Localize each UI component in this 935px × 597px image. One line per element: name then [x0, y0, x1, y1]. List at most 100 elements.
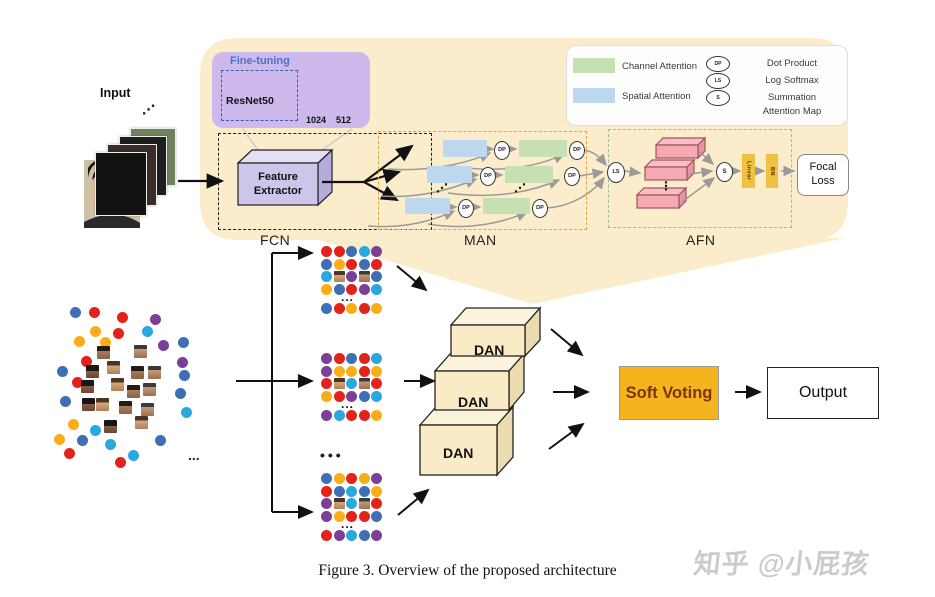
channel-attention-2: [505, 166, 553, 183]
face-thumb: [107, 361, 120, 374]
grid-dot: [321, 246, 332, 257]
man-ellipsis: ⋰: [436, 181, 448, 195]
scatter-dot: [117, 312, 128, 323]
grid-dot: [371, 390, 382, 402]
scatter-dot: [60, 396, 71, 407]
face-thumb: [143, 383, 156, 396]
legend-dp-label: Dot Product: [766, 58, 818, 69]
scatter-dot: [175, 388, 186, 399]
face-thumb: [333, 498, 345, 509]
grid-dot: [346, 283, 357, 295]
grid-dot: [321, 410, 332, 421]
grid-dot: [321, 271, 332, 282]
grid-dot: [371, 283, 382, 295]
grid-dot: [333, 283, 345, 295]
grid-dot: [371, 353, 382, 364]
scatter-dot: [150, 314, 161, 325]
face-thumb: [141, 403, 154, 416]
grid-dot: [321, 258, 332, 270]
grid-dot: [358, 410, 370, 421]
grid-dot: [333, 530, 345, 541]
scatter-dot: [177, 357, 188, 368]
face-thumb: [358, 378, 370, 389]
channel-attention-3: [483, 198, 530, 214]
face-thumb: [111, 378, 124, 391]
grid-dot: [358, 303, 370, 314]
ensemble-arrows: [236, 246, 762, 519]
scatter-dot: [77, 435, 88, 446]
input-photo-2: [95, 152, 147, 216]
bn-layer-box: BN: [766, 154, 778, 188]
fc-512-label: 512: [336, 115, 352, 125]
face-thumb: [134, 345, 147, 358]
scatter-dot: [158, 340, 169, 351]
attention-map-stack: [635, 136, 707, 210]
scatter-dot: [54, 434, 65, 445]
legend-channel-swatch: [573, 58, 615, 73]
grid-dot: [371, 258, 382, 270]
scatter-dot: [89, 307, 100, 318]
face-thumb: [333, 378, 345, 389]
dot-product-oval: DP: [480, 167, 496, 186]
dan-cubes: [418, 306, 542, 477]
grid-dot: [371, 498, 382, 509]
grid-ellipsis: ...: [341, 397, 355, 411]
grid-dot: [321, 473, 332, 484]
fine-tuning-label: Fine-tuning: [230, 55, 290, 67]
log-softmax-oval: LS: [607, 162, 625, 183]
dot-product-oval: DP: [532, 199, 548, 218]
legend-spatial-label: Spatial Attention: [622, 91, 691, 102]
grid-dot: [358, 530, 370, 541]
grid-dot: [321, 498, 332, 509]
input-ellipsis: ⋰: [142, 102, 155, 117]
face-thumb: [104, 420, 117, 433]
feature-extractor-label: Feature Extractor: [253, 171, 303, 198]
scatter-dot: [74, 336, 85, 347]
grid-dot: [346, 498, 357, 509]
grid-dot: [321, 390, 332, 402]
legend-channel-label: Channel Attention: [622, 61, 698, 72]
grid-dot: [371, 378, 382, 389]
scatter-dot: [57, 366, 68, 377]
grid-dot: [333, 410, 345, 421]
fc-1024-label: 1024: [306, 115, 327, 125]
face-thumb: [127, 385, 140, 398]
grid-dot: [333, 353, 345, 364]
legend-sum-label: Summation: [767, 92, 817, 103]
grid-dot: [358, 258, 370, 270]
grid-dot: [333, 485, 345, 497]
face-thumb: [119, 401, 132, 414]
scatter-dot: [113, 328, 124, 339]
dan-label: DAN: [443, 445, 474, 461]
scatter-dot: [72, 377, 83, 388]
output-box: Output: [767, 367, 879, 419]
face-thumb: [148, 366, 161, 379]
scatter-dot: [115, 457, 126, 468]
linear-label: Linear: [745, 161, 752, 181]
legend-ls-label: Log Softmax: [765, 75, 819, 86]
figure-caption: Figure 3. Overview of the proposed archi…: [318, 562, 617, 579]
grid-dot: [333, 510, 345, 522]
grid-dot: [358, 390, 370, 402]
watermark: 知乎 @小屁孩: [692, 549, 872, 579]
grid-dot: [321, 303, 332, 314]
grid-dot: [346, 410, 357, 421]
dan-label: DAN: [458, 394, 489, 410]
grid-dot: [346, 303, 357, 314]
legend-spatial-swatch: [573, 88, 615, 103]
dot-product-oval: DP: [569, 141, 585, 160]
grid-dot: [346, 485, 357, 497]
legend-map-label: Attention Map: [762, 106, 822, 117]
grid-dot: [358, 283, 370, 295]
grid-ellipsis: ...: [341, 517, 355, 531]
focal-loss-box: Focal Loss: [797, 154, 849, 196]
face-thumb: [86, 365, 99, 378]
grid-dot: [321, 283, 332, 295]
grid-dot: [358, 246, 370, 257]
scatter-dot: [70, 307, 81, 318]
scatter-dot: [90, 326, 101, 337]
grid-dot: [346, 378, 357, 389]
man-label: MAN: [464, 232, 497, 248]
